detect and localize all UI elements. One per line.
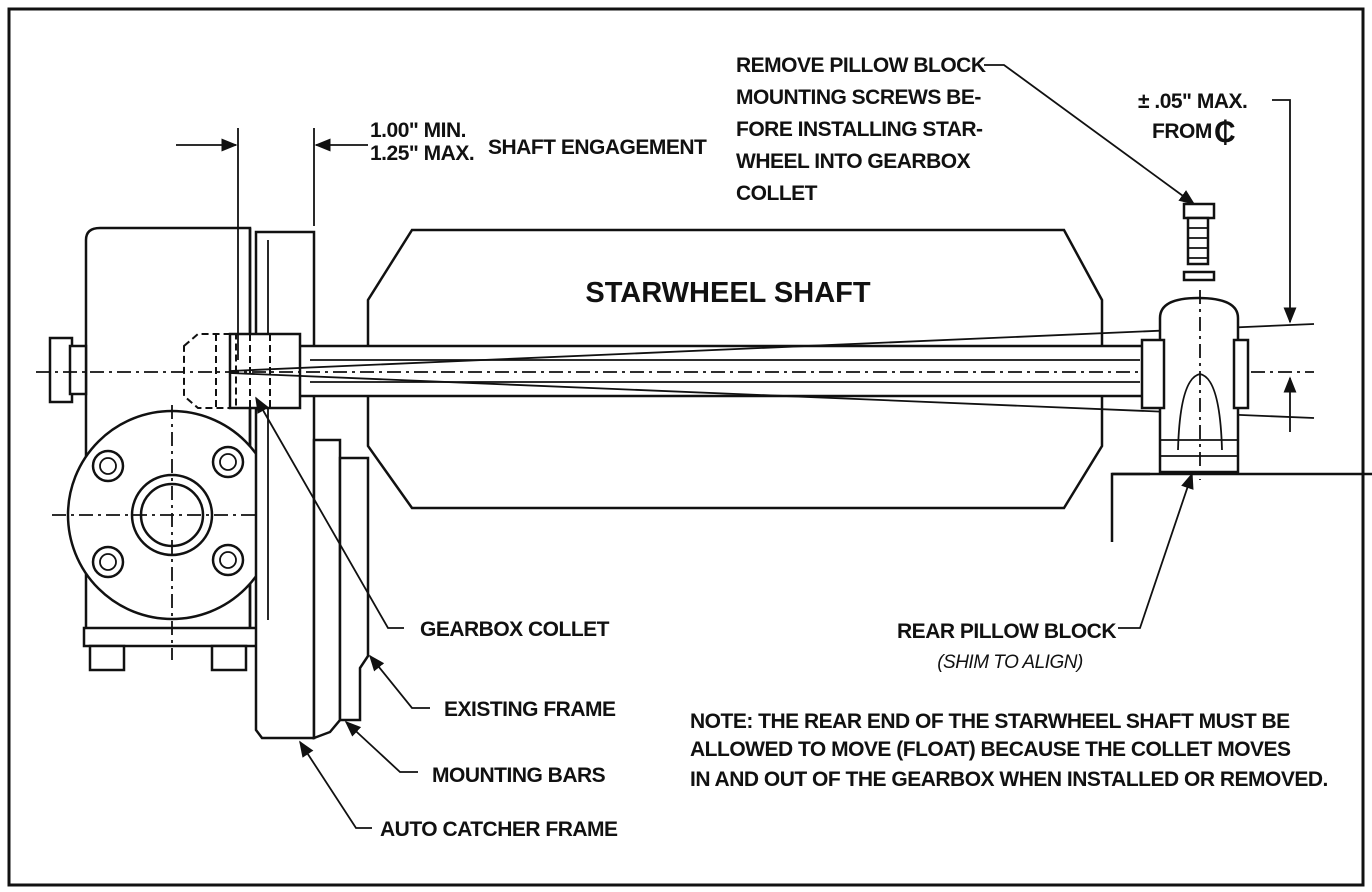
note-line-1-text: THE REAR END OF THE STARWHEEL SHAFT MUST… (753, 710, 1290, 733)
gearbox-collet (183, 332, 302, 410)
engagement-dimension (176, 128, 368, 360)
mounting-bars-label: MOUNTING BARS (432, 764, 606, 787)
remove-note-line-3: FORE INSTALLING STAR- (736, 118, 983, 141)
existing-frame-leader (368, 654, 430, 709)
remove-note-line-1: REMOVE PILLOW BLOCK (736, 54, 986, 77)
shim-to-align-label: (SHIM TO ALIGN) (937, 652, 1083, 673)
shaft-engagement-label: SHAFT ENGAGEMENT (488, 136, 707, 159)
centerline-symbol: ₵ (1214, 116, 1235, 149)
auto-catcher-frame-leader (299, 740, 372, 829)
note-line-2: ALLOWED TO MOVE (FLOAT) BECAUSE THE COLL… (690, 738, 1291, 761)
tolerance-label: ± .05" MAX. (1138, 90, 1247, 113)
gearbox-flange (52, 405, 298, 660)
existing-frame-label: EXISTING FRAME (444, 698, 616, 721)
float-note: NOTE: THE REAR END OF THE STARWHEEL SHAF… (690, 710, 1328, 791)
gearbox-collet-leader (255, 396, 404, 629)
min-engagement-label: 1.00" MIN. (370, 119, 466, 142)
note-line-1: NOTE: THE REAR END OF THE STARWHEEL SHAF… (690, 710, 1290, 733)
max-engagement-label: 1.25" MAX. (370, 142, 474, 165)
shaft (296, 344, 1146, 398)
remove-screws-note: REMOVE PILLOW BLOCK MOUNTING SCREWS BE- … (736, 54, 1196, 205)
note-prefix: NOTE: (690, 710, 753, 733)
gearbox-collet-label: GEARBOX COLLET (420, 618, 610, 641)
centerlines (36, 323, 1315, 419)
pillow-block-screw-icon (1182, 202, 1216, 282)
remove-note-line-2: MOUNTING SCREWS BE- (736, 86, 981, 109)
note-line-3: IN AND OUT OF THE GEARBOX WHEN INSTALLED… (690, 768, 1328, 791)
remove-note-line-5: COLLET (736, 182, 818, 205)
rear-pillow-block (1110, 290, 1372, 542)
diagram-border (7, 7, 1365, 887)
tolerance-callout: ± .05" MAX. FROM ₵ (1138, 90, 1297, 432)
from-label: FROM (1152, 120, 1212, 143)
frames (254, 230, 370, 740)
rear-pillow-block-leader (1118, 472, 1194, 629)
mounting-bars-leader (344, 720, 418, 773)
starwheel-shaft-label: STARWHEEL SHAFT (585, 277, 870, 309)
rear-pillow-block-label: REAR PILLOW BLOCK (897, 620, 1116, 643)
auto-catcher-frame-label: AUTO CATCHER FRAME (380, 818, 618, 841)
remove-note-line-4: WHEEL INTO GEARBOX (736, 150, 971, 173)
